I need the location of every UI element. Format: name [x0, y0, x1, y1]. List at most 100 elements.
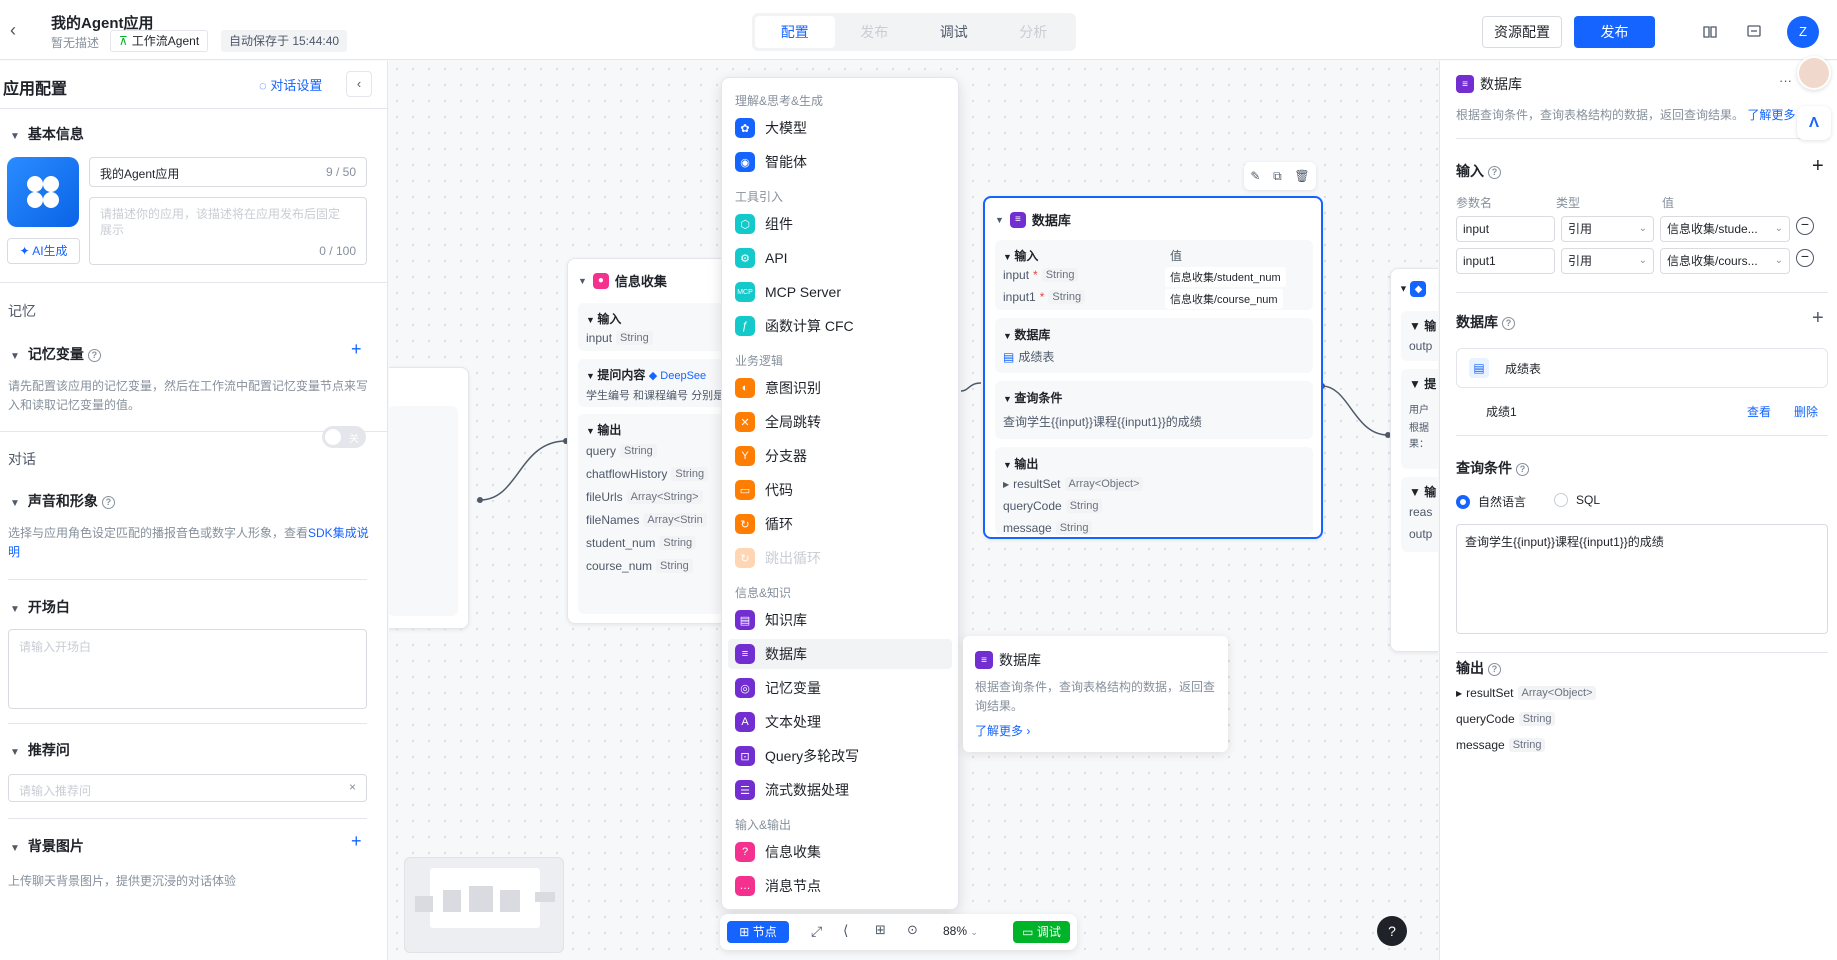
menu-item-agent[interactable]: ◉智能体: [735, 152, 807, 172]
menu-item-knowledge[interactable]: ▤知识库: [735, 610, 807, 630]
menu-item-api[interactable]: ⚙API: [735, 248, 788, 268]
focus-icon[interactable]: ⊙: [907, 922, 918, 937]
help-icon[interactable]: ?: [101, 496, 115, 509]
connector-style-icon[interactable]: ⟨: [843, 922, 849, 938]
sdk-doc-link[interactable]: SDK集成说明: [8, 526, 369, 559]
menu-item-jump[interactable]: ✕全局跳转: [735, 412, 821, 432]
brand-logo-icon[interactable]: Λ: [1797, 106, 1831, 140]
voice-avatar-header[interactable]: ▼声音和形象?: [10, 491, 115, 511]
edit-icon[interactable]: ✎: [1250, 169, 1261, 183]
tab-analysis[interactable]: 分析: [1019, 24, 1048, 40]
delete-icon[interactable]: 🗑: [1294, 169, 1310, 183]
param-value-select[interactable]: 信息收集/cours...⌄: [1660, 248, 1790, 274]
delete-link[interactable]: 删除: [1794, 405, 1819, 419]
help-icon[interactable]: ?: [87, 349, 101, 362]
menu-item-component[interactable]: ⬡组件: [735, 214, 793, 234]
database-icon: ≡: [975, 651, 993, 669]
menu-item-memory[interactable]: ◎记忆变量: [735, 678, 821, 698]
remove-row-icon[interactable]: −: [1796, 217, 1814, 235]
ai-generate-button[interactable]: ✦ AI生成: [7, 238, 80, 264]
back-arrow-icon[interactable]: ‹: [10, 20, 16, 40]
book-icon[interactable]: [1698, 20, 1722, 44]
radio-sql[interactable]: SQL: [1554, 493, 1600, 507]
debug-button[interactable]: ▭ 调试: [1013, 921, 1070, 943]
menu-item-code[interactable]: ▭代码: [735, 480, 793, 500]
help-icon[interactable]: ?: [1488, 663, 1501, 676]
menu-item-llm[interactable]: ✿大模型: [735, 118, 807, 138]
fit-icon[interactable]: ⤢: [811, 923, 823, 939]
param-name-input[interactable]: input1: [1456, 248, 1555, 274]
add-bg-image-icon[interactable]: +: [351, 831, 362, 851]
remove-row-icon[interactable]: −: [1796, 249, 1814, 267]
param-name-input[interactable]: input: [1456, 216, 1555, 242]
copy-icon[interactable]: ⧉: [1273, 168, 1282, 183]
add-memory-var-icon[interactable]: +: [351, 339, 362, 359]
add-node-button[interactable]: ⊞ 节点: [727, 921, 789, 943]
memory-description: 请先配置该应用的记忆变量，然后在工作流中配置记忆变量节点来写入和读取记忆变量的值…: [8, 379, 369, 412]
tab-config[interactable]: 配置: [755, 16, 835, 48]
learn-more-link[interactable]: 了解更多: [1747, 108, 1796, 122]
next-node-partial[interactable]: ▼ ◆ ▼ 输 outp ▼ 提 用户 根据 果： ▼ 输 reas outp: [1390, 268, 1438, 652]
tab-debug[interactable]: 调试: [939, 24, 968, 40]
database-node[interactable]: ▼ ≡ 数据库 ▼ 输入 值 input*String 信息收集/student…: [983, 196, 1323, 539]
menu-item-loop[interactable]: ↻循环: [735, 514, 793, 534]
clear-icon[interactable]: ×: [348, 780, 356, 794]
radio-natural-language[interactable]: 自然语言: [1456, 493, 1526, 510]
basic-info-header[interactable]: ▼基本信息: [10, 126, 84, 142]
help-icon[interactable]: ?: [1502, 317, 1515, 330]
resource-config-button[interactable]: 资源配置: [1482, 16, 1562, 48]
grid-icon[interactable]: ⊞: [875, 922, 886, 937]
name-char-count: 9 / 50: [325, 165, 356, 179]
bg-image-header[interactable]: ▼背景图片: [10, 838, 84, 854]
view-link[interactable]: 查看: [1747, 405, 1772, 419]
more-icon[interactable]: ···: [1779, 73, 1792, 88]
menu-item-database[interactable]: ≡数据库: [728, 639, 952, 669]
minimap[interactable]: [404, 857, 564, 953]
help-button[interactable]: ?: [1377, 916, 1407, 946]
caret-down-icon: ▼: [10, 747, 20, 758]
param-type-select[interactable]: 引用⌄: [1561, 248, 1654, 274]
assistant-avatar[interactable]: [1797, 56, 1831, 90]
voice-toggle[interactable]: 关: [322, 426, 366, 448]
tab-publish[interactable]: 发布: [860, 24, 889, 40]
collapse-panel-button[interactable]: ‹: [346, 71, 372, 97]
user-avatar[interactable]: Z: [1787, 16, 1819, 48]
param-value-select[interactable]: 信息收集/stude...⌄: [1660, 216, 1790, 242]
menu-item-query-rewrite[interactable]: ⊡Query多轮改写: [735, 746, 859, 766]
suggest-header[interactable]: ▼推荐问: [10, 742, 70, 758]
zoom-select[interactable]: 88% ⌄: [943, 924, 978, 938]
param-type-select[interactable]: 引用⌄: [1561, 216, 1654, 242]
menu-item-break-loop: ↻跳出循环: [735, 548, 821, 568]
help-icon[interactable]: ?: [1488, 166, 1501, 179]
opening-header[interactable]: ▼开场白: [10, 599, 70, 615]
add-database-icon[interactable]: +: [1812, 307, 1824, 329]
query-textarea[interactable]: 查询学生{{input}}课程{{input1}}的成绩: [1456, 524, 1828, 634]
branch-icon: Y: [735, 446, 755, 466]
menu-item-message[interactable]: …消息节点: [735, 876, 821, 896]
suggest-input[interactable]: 请输入推荐问 ×: [8, 774, 367, 802]
feedback-icon[interactable]: [1742, 20, 1766, 44]
app-description-input[interactable]: 请描述你的应用，该描述将在应用发布后固定展示 0 / 100: [89, 197, 367, 265]
opening-input[interactable]: 请输入开场白: [8, 629, 367, 709]
database-item[interactable]: ▤ 成绩表: [1456, 348, 1828, 388]
right-node-config-panel: ≡数据库 ··· 根据查询条件，查询表格结构的数据，返回查询结果。 了解更多 输…: [1439, 61, 1837, 960]
menu-item-collect[interactable]: ?信息收集: [735, 842, 821, 862]
chat-settings-link[interactable]: ◌ 对话设置: [259, 78, 323, 93]
add-input-icon[interactable]: +: [1812, 155, 1824, 177]
app-name-input[interactable]: 我的Agent应用 9 / 50: [89, 157, 367, 187]
menu-item-stream[interactable]: ☰流式数据处理: [735, 780, 849, 800]
query-rewrite-icon: ⊡: [735, 746, 755, 766]
memory-vars-header[interactable]: ▼记忆变量?: [10, 344, 101, 364]
start-node[interactable]: [389, 367, 469, 629]
publish-button[interactable]: 发布: [1574, 16, 1655, 48]
app-icon[interactable]: [7, 157, 79, 227]
learn-more-link[interactable]: 了解更多 ›: [975, 724, 1031, 738]
menu-item-intent[interactable]: ◐意图识别: [735, 378, 821, 398]
desc-char-count: 0 / 100: [319, 244, 356, 258]
help-icon[interactable]: ?: [1516, 463, 1529, 476]
